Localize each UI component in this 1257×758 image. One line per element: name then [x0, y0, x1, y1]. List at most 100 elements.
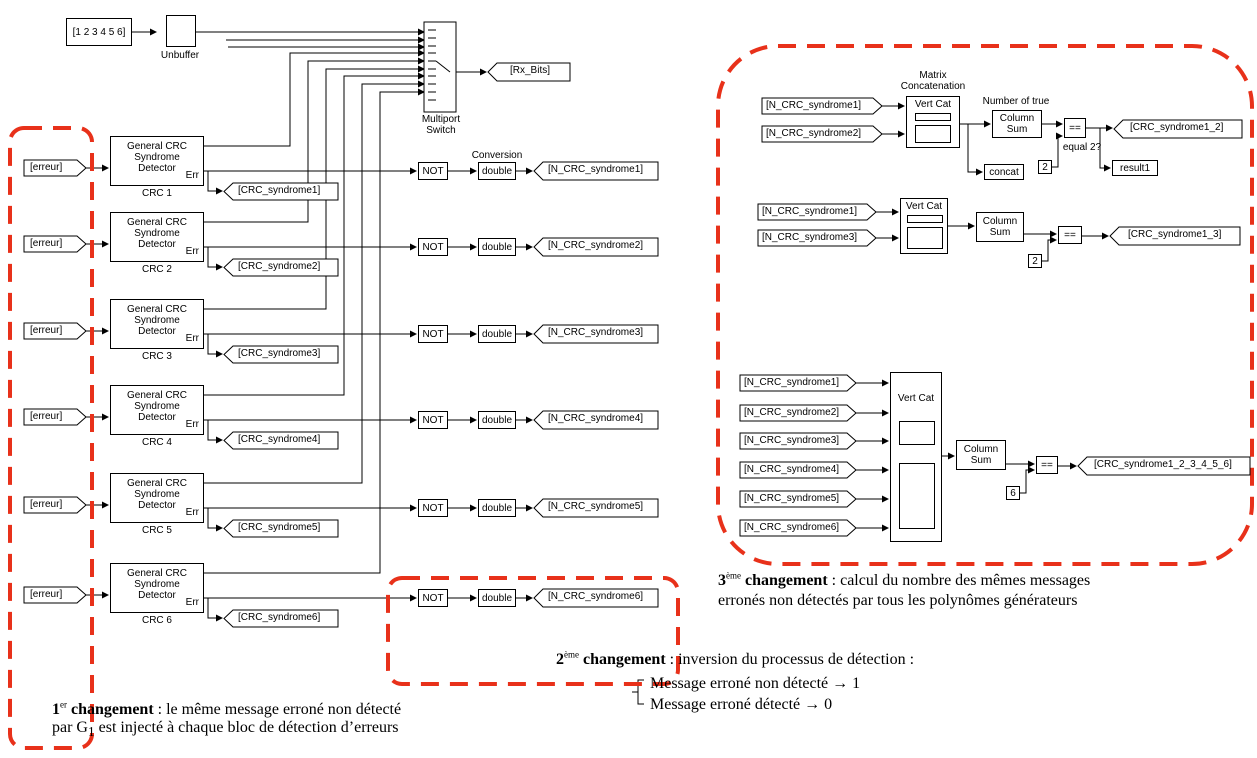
note-bold-title: changement	[67, 701, 154, 718]
crc-syndrome-goto-label: [CRC_syndrome6]	[238, 612, 321, 623]
crc-detector-label: General CRC Syndrome Detector	[126, 568, 188, 601]
equal-compare-block[interactable]: ==	[1064, 118, 1086, 138]
erreur-from-tag	[23, 159, 87, 177]
crc-syndrome-goto-tag	[223, 519, 339, 538]
from-tag	[739, 404, 857, 422]
note-text: : inversion du processus de détection :	[665, 651, 915, 668]
crc-syndrome-goto-label: [CRC_syndrome5]	[238, 522, 321, 533]
erreur-from-label: [erreur]	[30, 589, 63, 600]
multiport-switch-block[interactable]	[423, 21, 457, 113]
crc-syndrome-goto-label: [CRC_syndrome3]	[238, 348, 321, 359]
vert-cat-block[interactable]: Vert Cat	[900, 198, 948, 254]
note-text: erronés non détectés par tous les polynô…	[718, 592, 1078, 609]
double-conversion-block[interactable]: double	[478, 238, 516, 256]
from-label: [N_CRC_syndrome2]	[744, 407, 840, 418]
vert-cat-inner-box	[907, 227, 943, 249]
from-tag	[757, 203, 877, 221]
double-conversion-block[interactable]: double	[478, 411, 516, 429]
from-tag	[739, 432, 857, 450]
note-change-2-item2: Message erroné détecté → 0	[650, 695, 832, 714]
n-crc-syndrome-goto-tag	[533, 410, 659, 430]
goto-tag	[1109, 226, 1241, 246]
signal-wire	[204, 507, 223, 532]
from-tag	[739, 374, 857, 392]
note-number: 1	[52, 701, 60, 718]
crc-syndrome-goto-tag	[223, 258, 339, 277]
equal-compare-block[interactable]: ==	[1036, 456, 1058, 474]
unbuffer-block[interactable]	[166, 15, 196, 47]
note-superscript: ème	[726, 570, 741, 581]
vert-cat-block[interactable]: Vert Cat	[906, 96, 960, 148]
goto-tag	[1113, 119, 1243, 139]
column-sum-block[interactable]: Column Sum	[956, 440, 1006, 470]
constant-block[interactable]: 2	[1038, 160, 1052, 174]
n-crc-syndrome-goto-label: [N_CRC_syndrome4]	[548, 413, 644, 424]
n-crc-syndrome-goto-label: [N_CRC_syndrome2]	[548, 240, 644, 251]
constant-source-block[interactable]: [1 2 3 4 5 6]	[66, 18, 132, 46]
unbuffer-label: Unbuffer	[160, 50, 200, 61]
note-text: est injecté à chaque bloc de détection d…	[94, 719, 399, 736]
vert-cat-inner-box	[915, 125, 951, 143]
note-text: : calcul du nombre des mêmes messages	[827, 572, 1091, 589]
from-label: [N_CRC_syndrome1]	[766, 100, 862, 111]
note-text: Message erroné non détecté → 1	[650, 675, 861, 692]
crc-block-name: CRC 4	[141, 437, 172, 448]
erreur-from-tag	[23, 496, 87, 514]
constant-block[interactable]: 6	[1006, 486, 1020, 500]
erreur-from-label: [erreur]	[30, 411, 63, 422]
double-conversion-block[interactable]: double	[478, 162, 516, 180]
not-block[interactable]: NOT	[418, 499, 448, 517]
from-label: [N_CRC_syndrome1]	[762, 206, 858, 217]
note-change-1-line2: par G1 est injecté à chaque bloc de déte…	[52, 718, 399, 741]
signal-wire	[1099, 128, 1111, 172]
crc-syndrome-goto-label: [CRC_syndrome2]	[238, 261, 321, 272]
double-conversion-block[interactable]: double	[478, 499, 516, 517]
crc-syndrome-goto-label: [CRC_syndrome1]	[238, 185, 321, 196]
signal-wire	[204, 170, 223, 195]
column-sum-block[interactable]: Column Sum	[992, 110, 1042, 138]
erreur-from-label: [erreur]	[30, 162, 63, 173]
note-change-3-line2: erronés non détectés par tous les polynô…	[718, 591, 1077, 610]
equal-compare-block[interactable]: ==	[1058, 226, 1082, 244]
constant-block[interactable]: 2	[1028, 254, 1042, 268]
vert-cat-label: Vert Cat	[897, 393, 935, 404]
signal-wire	[1042, 236, 1057, 262]
n-crc-syndrome-goto-label: [N_CRC_syndrome5]	[548, 501, 644, 512]
from-label: [N_CRC_syndrome3]	[762, 232, 858, 243]
note-text: : le même message erroné non détecté	[153, 701, 402, 718]
not-block[interactable]: NOT	[418, 325, 448, 343]
equal-2-label: equal 2?	[1062, 142, 1102, 153]
signal-wire	[204, 88, 425, 574]
not-block[interactable]: NOT	[418, 238, 448, 256]
highlight-change-2	[386, 576, 680, 686]
note-number: 2	[556, 651, 564, 668]
not-block[interactable]: NOT	[418, 589, 448, 607]
double-conversion-block[interactable]: double	[478, 589, 516, 607]
double-conversion-block[interactable]: double	[478, 325, 516, 343]
crc-syndrome-goto-label: [CRC_syndrome4]	[238, 434, 321, 445]
column-sum-block[interactable]: Column Sum	[976, 212, 1024, 242]
crc-block-name: CRC 6	[141, 615, 172, 626]
from-tag	[761, 125, 883, 143]
vert-cat-label: Vert Cat	[905, 201, 943, 212]
vert-cat-block[interactable]: Vert Cat	[890, 372, 942, 542]
from-tag	[739, 490, 857, 508]
crc-detector-label: General CRC Syndrome Detector	[126, 478, 188, 511]
crc-syndrome-goto-tag	[223, 182, 339, 201]
erreur-from-tag	[23, 586, 87, 604]
signal-wire	[1020, 466, 1035, 494]
concat-sink-block[interactable]: concat	[984, 164, 1024, 180]
n-crc-syndrome-goto-tag	[533, 161, 659, 181]
signal-wire	[204, 72, 425, 396]
not-block[interactable]: NOT	[418, 162, 448, 180]
crc-detector-label: General CRC Syndrome Detector	[126, 390, 188, 423]
result-sink-block[interactable]: result1	[1112, 160, 1158, 176]
not-block[interactable]: NOT	[418, 411, 448, 429]
goto-label: [CRC_syndrome1_2_3_4_5_6]	[1094, 459, 1232, 470]
